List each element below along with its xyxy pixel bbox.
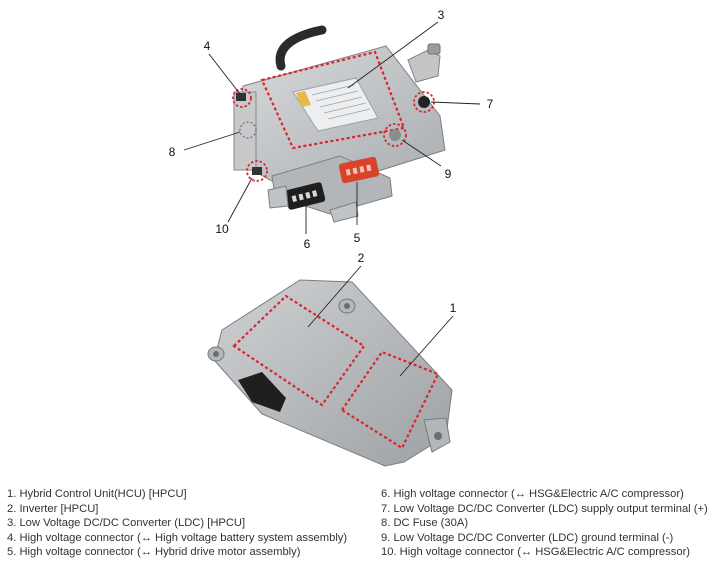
leader-7 xyxy=(430,101,481,105)
leader-3 xyxy=(347,21,439,89)
coolant-hose xyxy=(275,25,327,71)
callout-4: 4 xyxy=(204,39,211,53)
left-bracket xyxy=(233,91,257,171)
leader-1 xyxy=(399,315,454,377)
legend-left: 1. Hybrid Control Unit(HCU) [HPCU] 2. In… xyxy=(7,487,347,560)
hv-connector-4 xyxy=(236,93,246,101)
leader-4 xyxy=(208,53,241,95)
hv-connector-6 xyxy=(284,182,326,210)
legend-item-1: 1. Hybrid Control Unit(HCU) [HPCU] xyxy=(7,488,187,500)
dc-fuse xyxy=(239,121,257,139)
coolant-fitting xyxy=(407,49,441,83)
hpcu-top-view xyxy=(232,25,446,223)
callout-6: 6 xyxy=(304,237,311,251)
legend-item-3: 3. Low Voltage DC/DC Converter (LDC) [HP… xyxy=(7,517,246,530)
hv-connector-5 xyxy=(338,156,380,184)
housing-bottom xyxy=(213,279,453,467)
legend-item-10: 10. High voltage connector (↔ HSG&Electr… xyxy=(381,546,691,559)
legend-item-7: 7. Low Voltage DC/DC Converter (LDC) sup… xyxy=(381,502,708,515)
leader-10 xyxy=(227,177,253,223)
hv-connector-10 xyxy=(252,167,262,175)
callout-10: 10 xyxy=(215,222,229,236)
component-diagram: 1 2 3 4 5 6 7 8 9 10 xyxy=(169,8,494,467)
legend-item-9: 9. Low Voltage DC/DC Converter (LDC) gro… xyxy=(381,531,674,544)
leader-8 xyxy=(183,131,241,151)
callout-1: 1 xyxy=(450,301,457,315)
legend-item-6: 6. High voltage connector (↔ HSG&Electri… xyxy=(381,488,684,500)
ldc-cover-highlight xyxy=(260,50,406,150)
legend-item-2: 2. Inverter [HPCU] xyxy=(7,502,99,515)
leader-2 xyxy=(307,265,362,328)
callout-9: 9 xyxy=(445,167,452,181)
callout-5: 5 xyxy=(354,231,361,245)
callout-7: 7 xyxy=(487,97,494,111)
leader-9 xyxy=(401,139,442,167)
callout-2: 2 xyxy=(358,251,365,265)
legend-right: 6. High voltage connector (↔ HSG&Electri… xyxy=(381,487,708,560)
ldc-supply-terminal xyxy=(418,96,430,108)
legend-item-4: 4. High voltage connector (↔ High voltag… xyxy=(7,531,348,544)
callout-3: 3 xyxy=(438,8,445,22)
legend-item-8: 8. DC Fuse (30A) xyxy=(381,517,469,530)
ldc-ground-terminal xyxy=(389,129,401,141)
bottom-side-connector xyxy=(238,372,286,412)
hpcu-bottom-view xyxy=(207,279,453,467)
legend-item-5: 5. High voltage connector (↔ Hybrid driv… xyxy=(7,546,301,559)
callout-8: 8 xyxy=(169,145,176,159)
hcu-highlight xyxy=(340,350,440,450)
